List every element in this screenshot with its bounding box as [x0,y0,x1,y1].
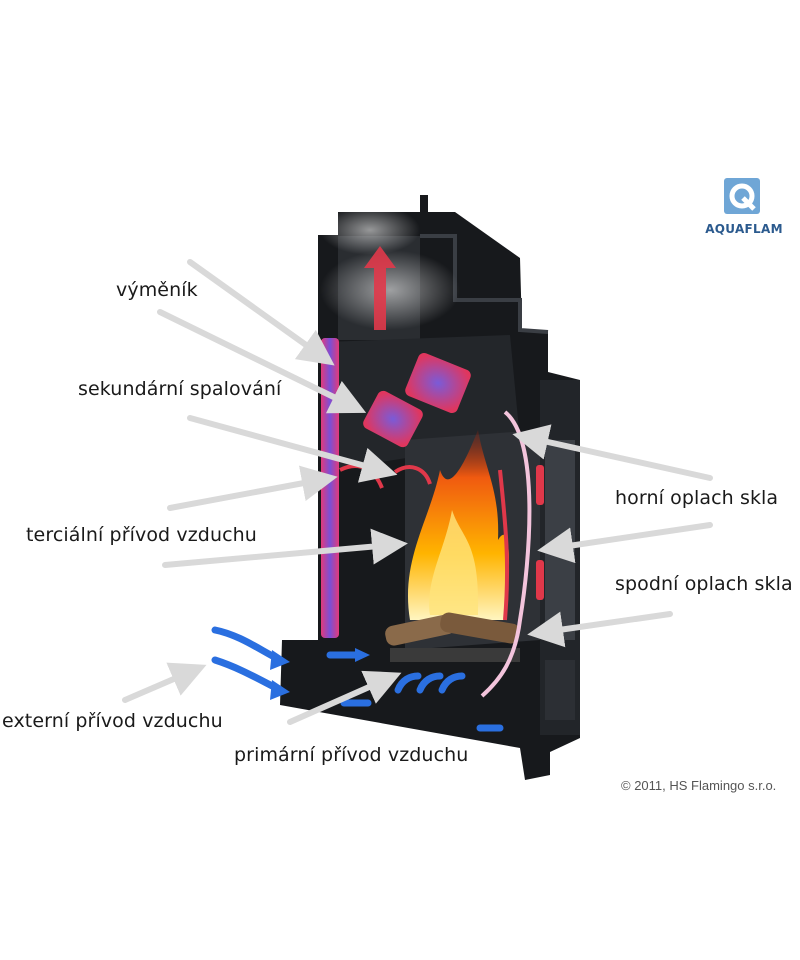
label-primary-air: primární přívod vzduchu [234,744,469,766]
label-lower-glass-rinse: spodní oplach skla [615,573,793,595]
flame [407,430,510,620]
label-heat-exchanger: výměník [116,279,198,301]
label-upper-glass-rinse: horní oplach skla [615,487,779,509]
stove-body [280,195,580,780]
secondary-combustion-tiles [363,352,471,448]
cold-air-arrowheads [270,648,370,700]
pointer-arrows [122,259,713,725]
hot-air-arrows [339,246,544,621]
brand-logo: AQUAFLAM [698,178,790,242]
logs [385,612,520,662]
label-external-air: externí přívod vzduchu [2,710,223,732]
label-secondary-combustion: sekundární spalování [78,378,282,400]
brand-name: AQUAFLAM [705,222,783,236]
label-tertiary-air: terciální přívod vzduchu [26,524,257,546]
copyright-text: © 2011, HS Flamingo s.r.o. [621,778,777,793]
aquaflam-q-logo-icon [724,178,760,214]
heat-exchanger-bar [321,338,339,638]
